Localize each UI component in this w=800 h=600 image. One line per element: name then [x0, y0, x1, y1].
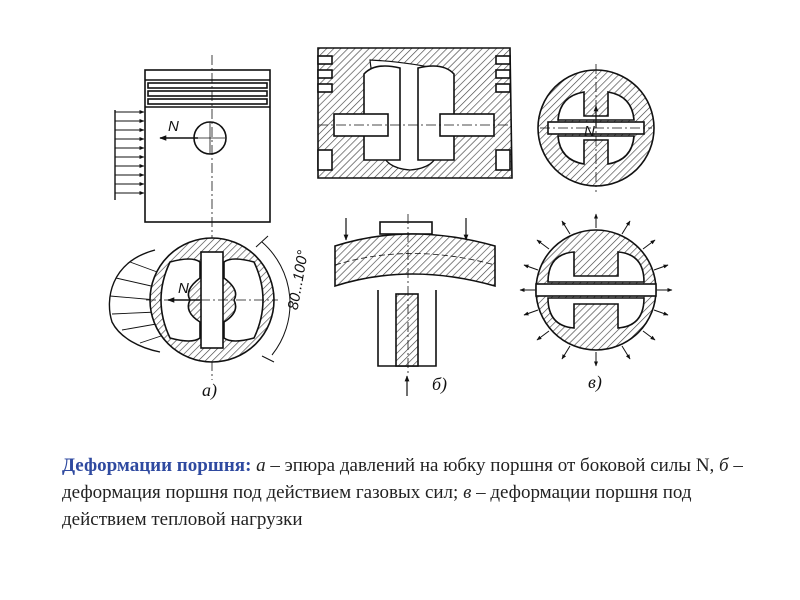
piston-side-view: [144, 69, 271, 223]
force-label-right: N: [584, 123, 595, 140]
piston-cross-section-a: [146, 237, 278, 363]
pin-bending-view: [334, 214, 496, 376]
panel-label-b: б): [432, 374, 447, 395]
panel-label-v: в): [588, 372, 602, 393]
piston-deformation-figure: N N 80...100° а): [108, 47, 673, 401]
piston-cross-section-v-bottom: [535, 229, 657, 351]
force-label-top: N: [168, 118, 179, 135]
caption-lead: Деформации поршня:: [62, 455, 252, 476]
angle-label: 80...100°: [285, 249, 312, 311]
caption-v-letter: в: [463, 482, 472, 503]
caption-b-letter: б: [719, 455, 729, 476]
gas-force-arrows: [343, 218, 469, 396]
panel-label-a: а): [202, 380, 217, 401]
caption-a-letter: а: [256, 455, 266, 476]
figure-caption: Деформации поршня: а – эпюра давлений на…: [62, 452, 752, 533]
piston-axial-section: [317, 47, 513, 179]
caption-v-text: – деформации поршня под действием теплов…: [62, 482, 692, 530]
thermal-radial-arrows: [519, 213, 673, 367]
caption-b-text: – деформация поршня под действием газовы…: [62, 455, 743, 503]
angle-dimension: [255, 235, 291, 363]
caption-a-text: – эпюра давлений на юбку поршня от боков…: [265, 455, 720, 476]
pressure-diagram-side: [114, 110, 145, 200]
force-label-bottom: N: [178, 280, 189, 297]
